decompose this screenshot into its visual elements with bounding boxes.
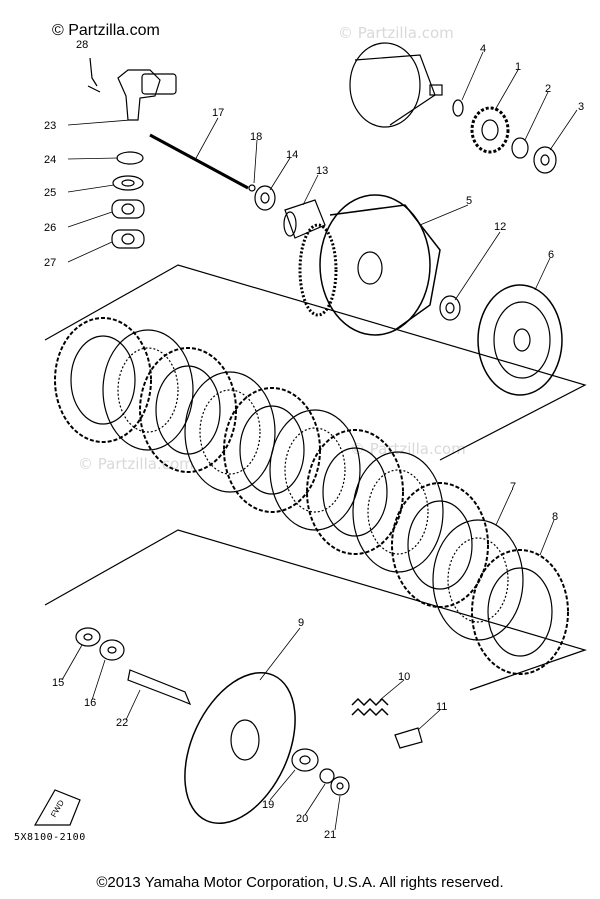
callout-20: 20 (296, 813, 308, 825)
callout-7: 7 (510, 481, 516, 493)
part-25-washer (112, 175, 144, 191)
part-11-bolt (394, 727, 423, 749)
fwd-arrow-icon (33, 789, 81, 826)
plate-stack (54, 317, 569, 675)
callout-17: 17 (212, 107, 224, 119)
callout-3: 3 (578, 101, 584, 113)
primary-gear-housing (349, 42, 421, 128)
callout-5: 5 (466, 195, 472, 207)
part-22-bolt (127, 669, 192, 706)
part-4-circlip (452, 99, 464, 117)
part-20-lockwasher (319, 768, 335, 784)
callout-22: 22 (116, 717, 128, 729)
part-2-washer (511, 137, 529, 159)
callout-11: 11 (436, 701, 447, 713)
callout-19: 19 (262, 799, 274, 811)
partzilla-logo: © Partzilla.com (52, 22, 160, 39)
part-19-washer (291, 748, 319, 772)
part-23-shaft (117, 69, 161, 121)
callout-13: 13 (316, 165, 328, 177)
plate-f (269, 409, 361, 531)
plate-c (139, 347, 237, 473)
callout-16: 16 (84, 697, 96, 709)
part-13-spacer (284, 199, 326, 239)
part-16-nut (99, 639, 125, 661)
plate-frame-lower (44, 529, 587, 691)
callout-21: 21 (324, 829, 336, 841)
diagram-code: 5X8100-2100 (14, 832, 86, 843)
part-9-pressure-plate (184, 671, 296, 825)
callout-4: 4 (480, 43, 486, 55)
watermark-top: © Partzilla.com (338, 24, 454, 42)
callout-14: 14 (286, 149, 298, 161)
callout-25: 25 (44, 187, 56, 199)
part-17-push-rod (149, 133, 249, 190)
part-24-clip (116, 151, 144, 165)
callout-24: 24 (44, 154, 56, 166)
part-21-nut (330, 776, 350, 796)
fwd-label: FWD (49, 798, 66, 818)
callout-26: 26 (44, 222, 56, 234)
plate-frame-upper (44, 264, 587, 461)
plate-a (54, 317, 152, 443)
callout-23: 23 (44, 120, 56, 132)
callout-18: 18 (250, 131, 262, 143)
callout-9: 9 (298, 617, 304, 629)
watermark-mid-right: © Partzilla.com (350, 440, 466, 458)
part-8-plate (471, 549, 569, 675)
part-10-spring (351, 697, 389, 717)
plate-b (102, 329, 194, 451)
part-15-washer (75, 627, 101, 647)
part-6-clutch-boss (477, 284, 563, 396)
callout-27: 27 (44, 257, 56, 269)
plate-h (352, 451, 444, 573)
part-12-washer (439, 295, 461, 321)
part-26-bearing (111, 199, 145, 219)
callout-15: 15 (52, 677, 64, 689)
callout-1: 1 (515, 61, 521, 73)
plate-i (391, 482, 489, 608)
part-18-ball (248, 184, 256, 192)
part-3-nut (533, 146, 557, 174)
callout-2: 2 (545, 83, 551, 95)
callout-6: 6 (548, 249, 554, 261)
part-28-screw (87, 57, 101, 93)
part-27-bearing (111, 229, 145, 249)
part-14-washer (254, 185, 276, 211)
part-23-head (141, 73, 177, 95)
plate-d (184, 371, 276, 493)
plate-g (306, 429, 404, 555)
callout-28: 28 (76, 39, 88, 51)
watermark-mid-left: © Partzilla.com (78, 455, 194, 473)
part-5-clutch-housing (319, 194, 431, 336)
callout-8: 8 (552, 511, 558, 523)
callout-12: 12 (494, 221, 506, 233)
copyright-notice: ©2013 Yamaha Motor Corporation, U.S.A. A… (96, 874, 504, 891)
callout-10: 10 (398, 671, 410, 683)
part-1-gear (470, 106, 510, 154)
